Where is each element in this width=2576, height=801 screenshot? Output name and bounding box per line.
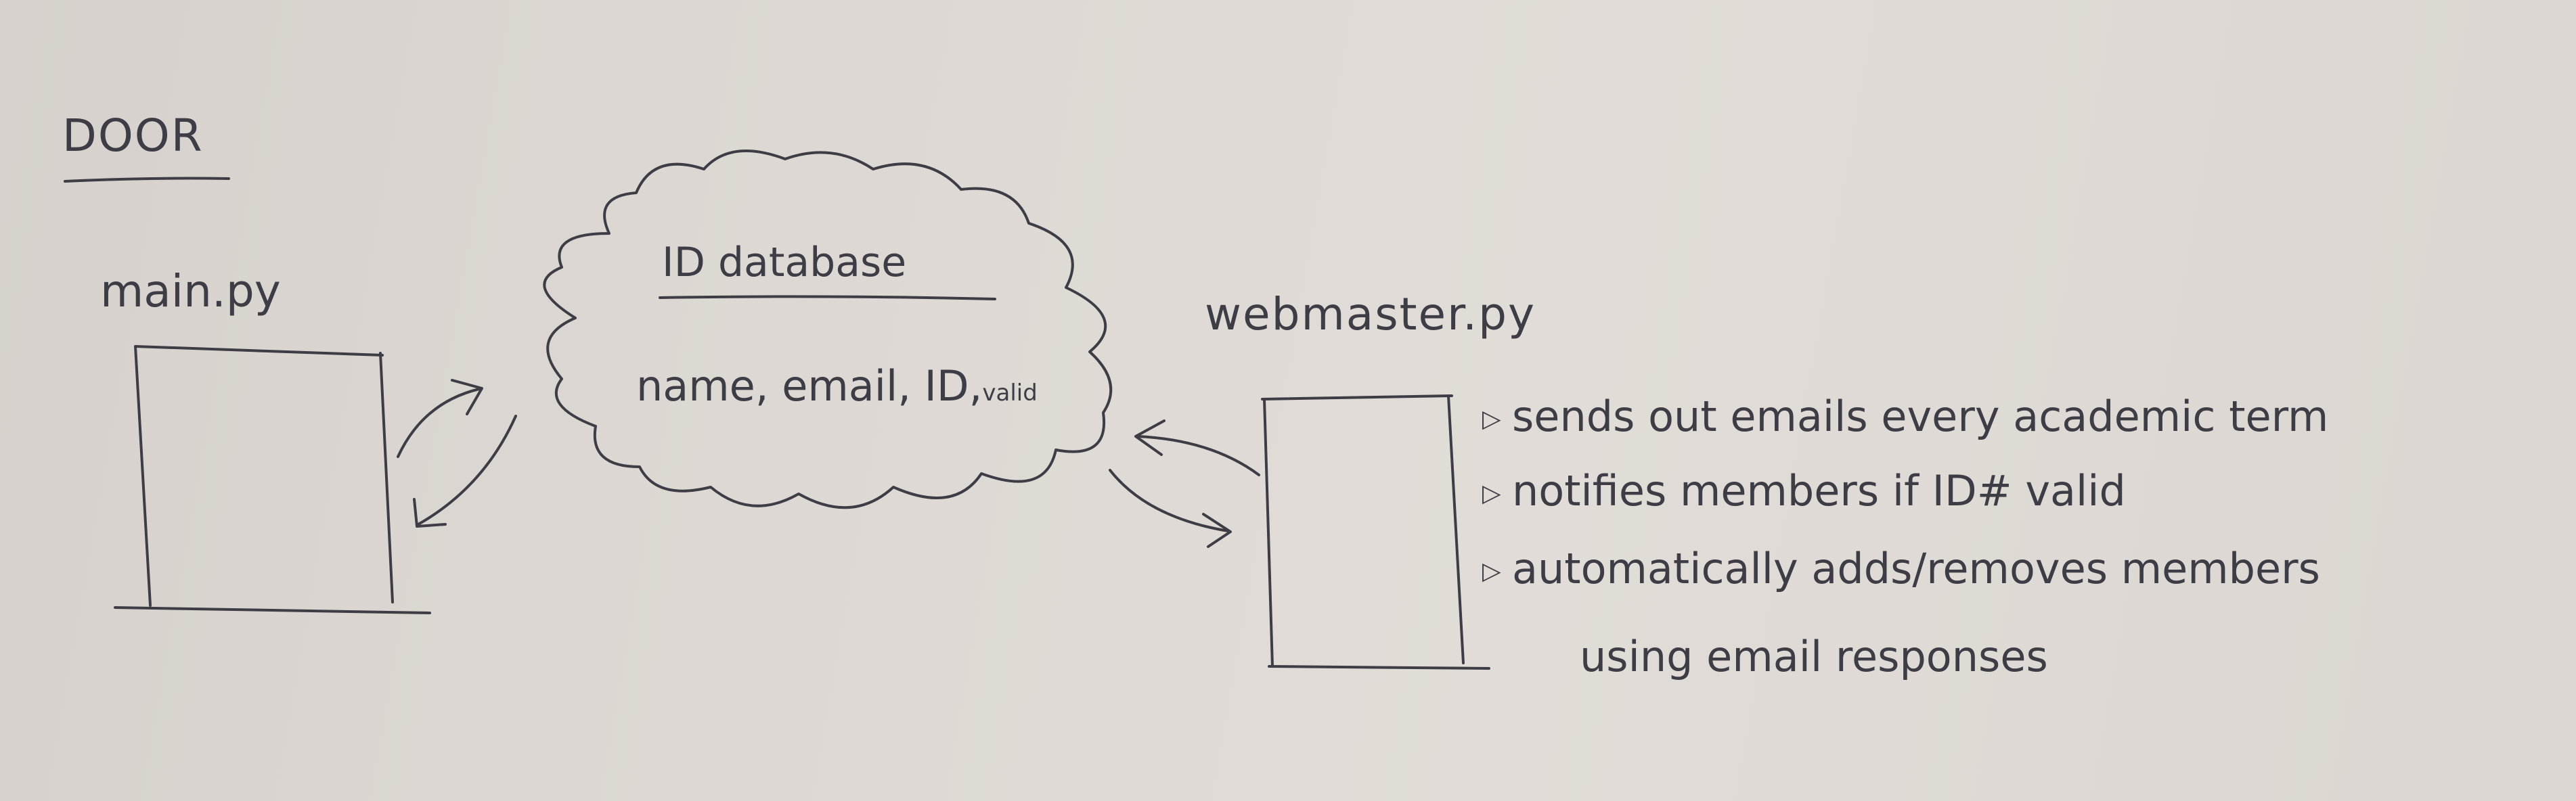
main-py-label: main.py <box>100 265 281 317</box>
webmaster-note-continuation: using email responses <box>1580 632 2048 681</box>
database-fields-text: name, email, ID, <box>636 361 983 411</box>
triangle-bullet-icon: ▷ <box>1482 479 1501 507</box>
arrow-webmaster-to-db <box>1134 419 1260 476</box>
database-cloud <box>543 150 1113 509</box>
webmaster-note-text: notifies members if ID# valid <box>1512 466 2126 516</box>
webmaster-box <box>1261 394 1490 670</box>
arrow-db-to-main <box>413 415 517 528</box>
database-valid-field: valid <box>982 380 1038 407</box>
database-fields: name, email, ID,valid <box>636 365 1038 407</box>
diagram-title: DOOR <box>62 110 204 162</box>
webmaster-note-text: automatically adds/removes members <box>1512 544 2320 593</box>
arrow-db-to-webmaster <box>1109 469 1232 548</box>
webmaster-note-text: sends out emails every academic term <box>1512 392 2329 441</box>
triangle-bullet-icon: ▷ <box>1482 557 1501 585</box>
arrow-main-to-db <box>397 379 483 458</box>
title-underline <box>64 177 230 183</box>
webmaster-py-label: webmaster.py <box>1205 288 1536 340</box>
database-title-underline <box>659 295 996 300</box>
database-title: ID database <box>662 239 907 286</box>
webmaster-note: ▷notifies members if ID# valid <box>1482 470 2126 512</box>
main-box <box>114 345 431 614</box>
webmaster-note: ▷automatically adds/removes members <box>1482 548 2320 590</box>
webmaster-note: ▷sends out emails every academic term <box>1482 396 2328 438</box>
triangle-bullet-icon: ▷ <box>1482 405 1501 433</box>
